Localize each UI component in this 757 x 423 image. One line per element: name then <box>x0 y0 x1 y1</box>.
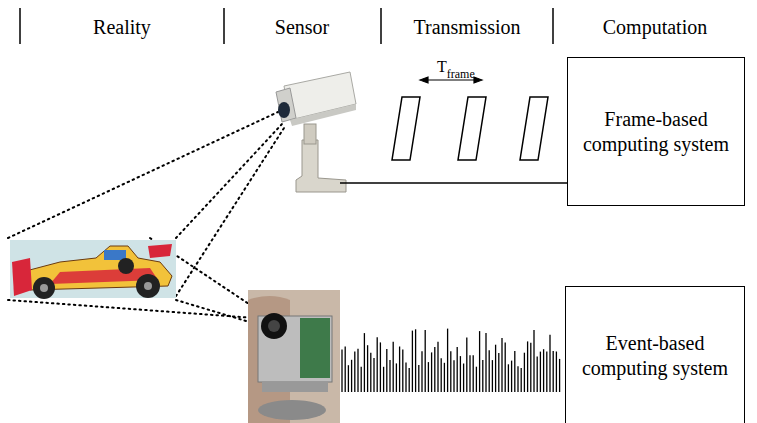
spike <box>450 351 451 392</box>
spike <box>556 352 557 393</box>
spike <box>361 367 362 392</box>
spike <box>434 347 435 392</box>
spike <box>479 331 480 392</box>
spike <box>533 330 534 392</box>
spike <box>367 345 368 392</box>
computing-box: Frame-based computing system <box>567 57 745 206</box>
spike <box>364 333 365 392</box>
spike <box>389 360 390 392</box>
spike <box>409 368 410 392</box>
spike <box>485 333 486 392</box>
spike <box>399 347 400 393</box>
spike <box>460 356 461 392</box>
spike <box>431 352 432 392</box>
column-heading: Transmission <box>413 16 520 38</box>
spike <box>466 338 467 393</box>
spike <box>370 353 371 392</box>
spike <box>476 367 477 392</box>
spike <box>546 352 547 392</box>
spike <box>524 353 525 392</box>
spike <box>511 361 512 392</box>
column-heading: Sensor <box>275 16 329 38</box>
spike <box>351 360 352 392</box>
period-symbol: T <box>437 58 447 76</box>
race-car <box>10 240 176 299</box>
spike <box>441 358 442 392</box>
spike <box>492 360 493 392</box>
event-camera <box>248 290 340 423</box>
spike <box>508 364 509 392</box>
spike <box>495 345 496 392</box>
spike <box>412 331 413 392</box>
spike <box>540 352 541 392</box>
spike <box>537 356 538 392</box>
spike <box>348 365 349 392</box>
spike <box>489 350 490 392</box>
spike <box>393 342 394 392</box>
spike <box>549 335 550 392</box>
spike <box>357 349 358 392</box>
spike <box>505 343 506 392</box>
frame-camera <box>276 72 356 192</box>
spike <box>553 351 554 392</box>
box-text: Event-based computing system <box>566 325 744 387</box>
spike <box>373 358 374 392</box>
spike <box>377 337 378 392</box>
spike <box>444 363 445 392</box>
spike <box>425 330 426 392</box>
spike <box>396 363 397 392</box>
spike <box>405 363 406 392</box>
spike <box>463 364 464 393</box>
computing-box: Event-based computing system <box>565 286 745 423</box>
spike <box>457 347 458 392</box>
spike <box>418 365 419 392</box>
spike <box>517 366 518 392</box>
box-text: Frame-based computing system <box>568 101 744 163</box>
spike <box>380 342 381 392</box>
spike <box>473 355 474 392</box>
spike <box>402 350 403 393</box>
spike <box>447 329 448 392</box>
spike <box>383 367 384 392</box>
spike <box>514 351 515 392</box>
period-subscript: frame <box>447 68 475 81</box>
spike <box>428 362 429 392</box>
spike <box>530 343 531 392</box>
spike <box>521 368 522 392</box>
spike <box>453 360 454 392</box>
spike <box>527 341 528 392</box>
spike <box>354 351 355 392</box>
spike <box>559 359 560 392</box>
spike <box>341 349 342 392</box>
spike <box>421 351 422 392</box>
spike <box>415 329 416 392</box>
spike <box>482 360 483 392</box>
spike <box>543 349 544 392</box>
spike <box>501 338 502 392</box>
spike <box>386 349 387 392</box>
spike <box>469 355 470 392</box>
spike <box>498 353 499 392</box>
column-heading: Reality <box>93 16 151 38</box>
column-heading: Computation <box>603 16 707 38</box>
spike <box>437 342 438 392</box>
spike <box>345 346 346 392</box>
